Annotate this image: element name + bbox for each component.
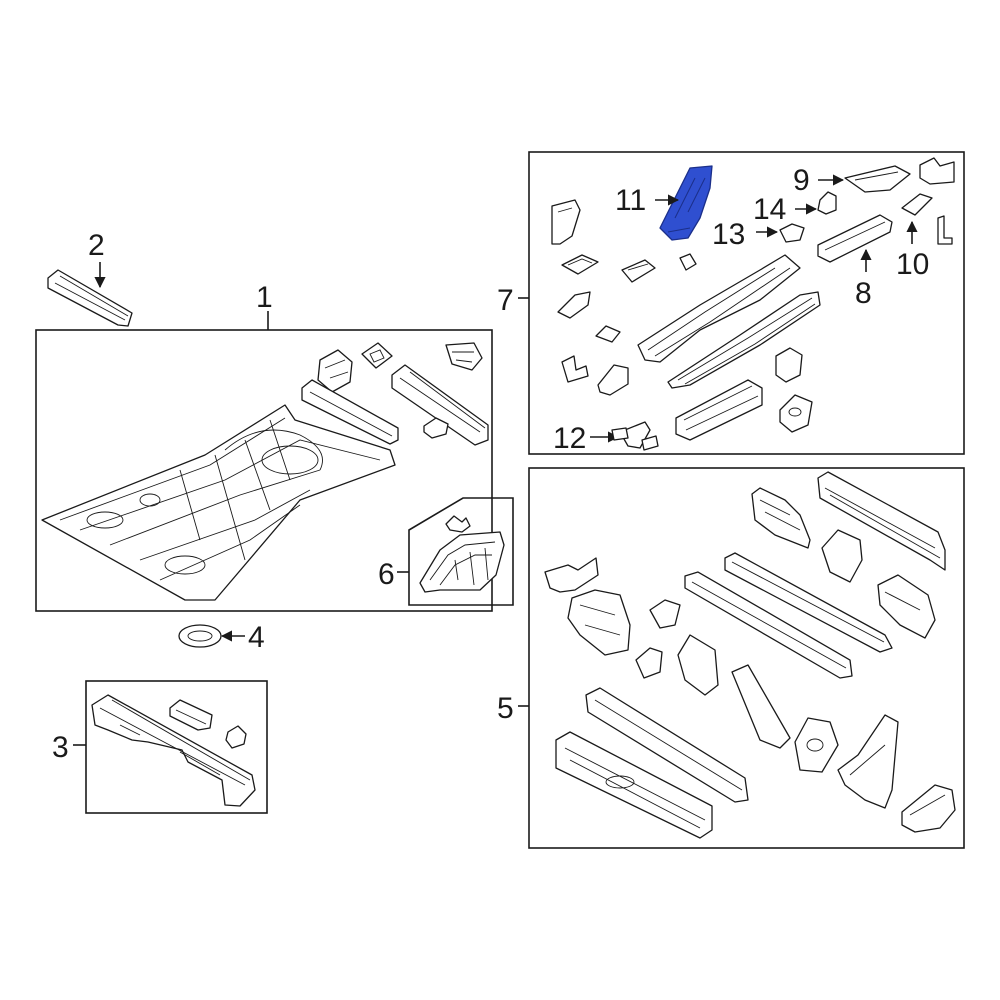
callout-5: 5 [497, 692, 514, 725]
floor-crossmember-rear[interactable] [391, 364, 489, 446]
callout-7: 7 [497, 284, 514, 317]
part-11-highlighted[interactable] [659, 165, 713, 241]
panel-extension[interactable] [677, 634, 719, 696]
callout-2: 2 [88, 229, 105, 262]
tunnel-bracket-small[interactable] [169, 699, 213, 731]
rear-rail-right[interactable] [667, 291, 821, 389]
panel-pillar-right[interactable] [837, 714, 899, 809]
callout-3: 3 [52, 731, 69, 764]
callout-9: 9 [793, 164, 810, 197]
rail-bracket-curved[interactable] [557, 291, 591, 319]
group-7-rails: 7 11 9 14 13 [497, 151, 965, 455]
callout-6: 6 [378, 558, 395, 591]
floor-bracket-a[interactable] [317, 349, 353, 393]
group-6-frame [408, 497, 514, 606]
floor-plug-part[interactable] [178, 624, 222, 648]
group-1-frame [35, 329, 493, 612]
rail-bracket-angle[interactable] [621, 259, 656, 283]
part-8[interactable] [817, 214, 893, 263]
callout-12: 12 [553, 422, 586, 455]
panel-crossmember-long[interactable] [684, 571, 853, 679]
rail-bracket-tray[interactable] [561, 254, 599, 275]
floor-bracket-b[interactable] [445, 342, 483, 371]
rail-clip-b[interactable] [595, 325, 621, 343]
part-10[interactable] [901, 193, 933, 216]
panel-bracket-left[interactable] [544, 557, 599, 593]
panel-wheelhouse-left[interactable] [567, 589, 631, 656]
part-13[interactable] [779, 223, 805, 243]
panel-strip-diagonal[interactable] [731, 664, 791, 749]
callout-10: 10 [896, 248, 929, 281]
panel-bracket-round[interactable] [794, 717, 839, 773]
part-10-bracket[interactable] [937, 215, 953, 245]
group-5-frame [528, 467, 965, 849]
rail-tower-lower[interactable] [779, 394, 813, 433]
rail-bracket-hook[interactable] [561, 355, 589, 383]
part-9[interactable] [844, 165, 911, 193]
panel-gusset-a[interactable] [649, 599, 681, 629]
tunnel-reinforcement-part[interactable] [91, 694, 256, 807]
group-3-tunnel: 3 [52, 680, 268, 814]
jack-base-part[interactable] [419, 531, 505, 593]
group-1-floor-pan: 1 [35, 281, 493, 612]
rail-tower-upper[interactable] [775, 347, 803, 383]
callout-1: 1 [256, 281, 273, 314]
callout-4: 4 [248, 621, 265, 654]
floor-plate-small[interactable] [361, 342, 393, 369]
panel-back-upper[interactable] [817, 471, 946, 571]
part-9-bracket[interactable] [919, 157, 955, 185]
rail-tab-b[interactable] [641, 435, 659, 451]
panel-rail-long[interactable] [585, 687, 749, 803]
group-4-plug: 4 [178, 621, 265, 654]
panel-inner-upper-left[interactable] [751, 487, 811, 549]
floor-pan-part[interactable] [41, 404, 396, 601]
rail-clip-a[interactable] [679, 253, 697, 271]
rail-bracket-vertical[interactable] [551, 199, 581, 245]
callout-8: 8 [855, 277, 872, 310]
rail-tab-a[interactable] [611, 427, 629, 441]
group-6-jack-base: 6 [378, 497, 514, 606]
group-3-frame [85, 680, 268, 814]
panel-crossmember-upper[interactable] [724, 552, 893, 653]
panel-bracket-mid[interactable] [821, 529, 863, 583]
panel-mount-bracket[interactable] [901, 784, 956, 833]
floor-reinforcement-part[interactable] [47, 269, 133, 327]
panel-rear-sill[interactable] [555, 731, 713, 839]
callout-14: 14 [753, 193, 786, 226]
part-14[interactable] [817, 191, 837, 215]
jack-base-clip[interactable] [445, 515, 471, 533]
rear-rail-lower[interactable] [675, 379, 763, 441]
panel-inner-right[interactable] [877, 574, 936, 639]
group-7-frame [528, 151, 965, 455]
floor-crossmember-front[interactable] [301, 379, 399, 445]
rear-rail-left[interactable] [637, 254, 801, 363]
rail-bracket-block[interactable] [597, 364, 629, 396]
callout-11: 11 [615, 184, 646, 217]
tunnel-clip[interactable] [225, 725, 247, 749]
floor-clip[interactable] [423, 417, 449, 439]
callout-13: 13 [712, 218, 745, 251]
group-5-body-panels: 5 [497, 467, 965, 849]
group-2-reinforcement: 2 [47, 229, 133, 327]
panel-gusset-b[interactable] [635, 647, 663, 679]
